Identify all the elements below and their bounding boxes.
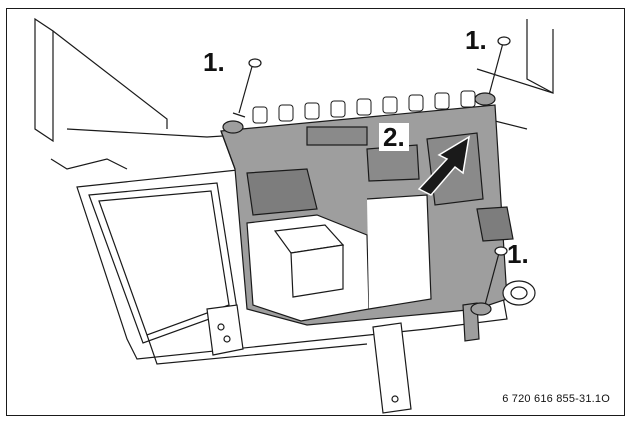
- transformer: [246, 194, 432, 322]
- step-1-label-bottom-right: 1.: [507, 239, 529, 269]
- screw-icon: [222, 58, 262, 134]
- screw-icon: [474, 36, 511, 106]
- step-2-label: 2.: [379, 123, 409, 151]
- mounting-bracket: [206, 304, 412, 414]
- figure-frame: 1. 1. 1. 2. 6 720 616 855-31.1O: [6, 8, 625, 416]
- screw-icon: [470, 246, 508, 316]
- round-fitting: [462, 280, 536, 342]
- housing-frame: [34, 17, 554, 170]
- connector-row: [252, 90, 476, 124]
- lift-arrow-icon: [417, 135, 471, 196]
- step-1-label-left: 1.: [203, 47, 225, 77]
- figure-code: 6 720 616 855-31.1O: [502, 393, 610, 405]
- step-1-label-top-right: 1.: [465, 25, 487, 55]
- appliance-drawing: [34, 17, 554, 414]
